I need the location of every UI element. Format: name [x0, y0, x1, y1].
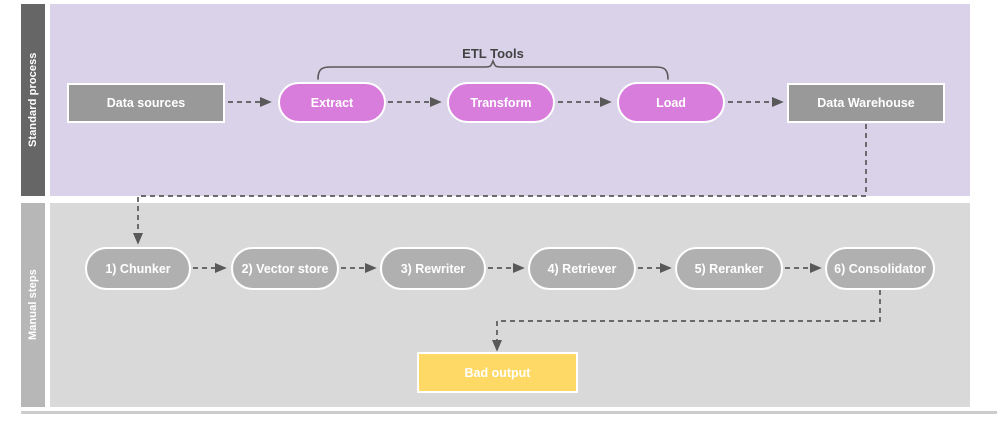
node-bad-output[interactable]: Bad output	[417, 352, 578, 393]
node-rewriter[interactable]: 3) Rewriter	[380, 247, 486, 290]
node-extract[interactable]: Extract	[278, 82, 386, 123]
node-chunker[interactable]: 1) Chunker	[85, 247, 191, 290]
lane-label-standard-process: Standard process	[21, 4, 45, 196]
lane-label-manual-steps: Manual steps	[21, 203, 45, 407]
etl-tools-label: ETL Tools	[462, 46, 524, 61]
node-data-sources[interactable]: Data sources	[67, 83, 225, 123]
node-reranker[interactable]: 5) Reranker	[675, 247, 783, 290]
bottom-divider	[21, 411, 997, 414]
node-data-warehouse[interactable]: Data Warehouse	[787, 83, 945, 123]
node-load[interactable]: Load	[617, 82, 725, 123]
node-vector-store[interactable]: 2) Vector store	[231, 247, 339, 290]
node-consolidator[interactable]: 6) Consolidator	[825, 247, 935, 290]
node-retriever[interactable]: 4) Retriever	[528, 247, 636, 290]
node-transform[interactable]: Transform	[447, 82, 555, 123]
